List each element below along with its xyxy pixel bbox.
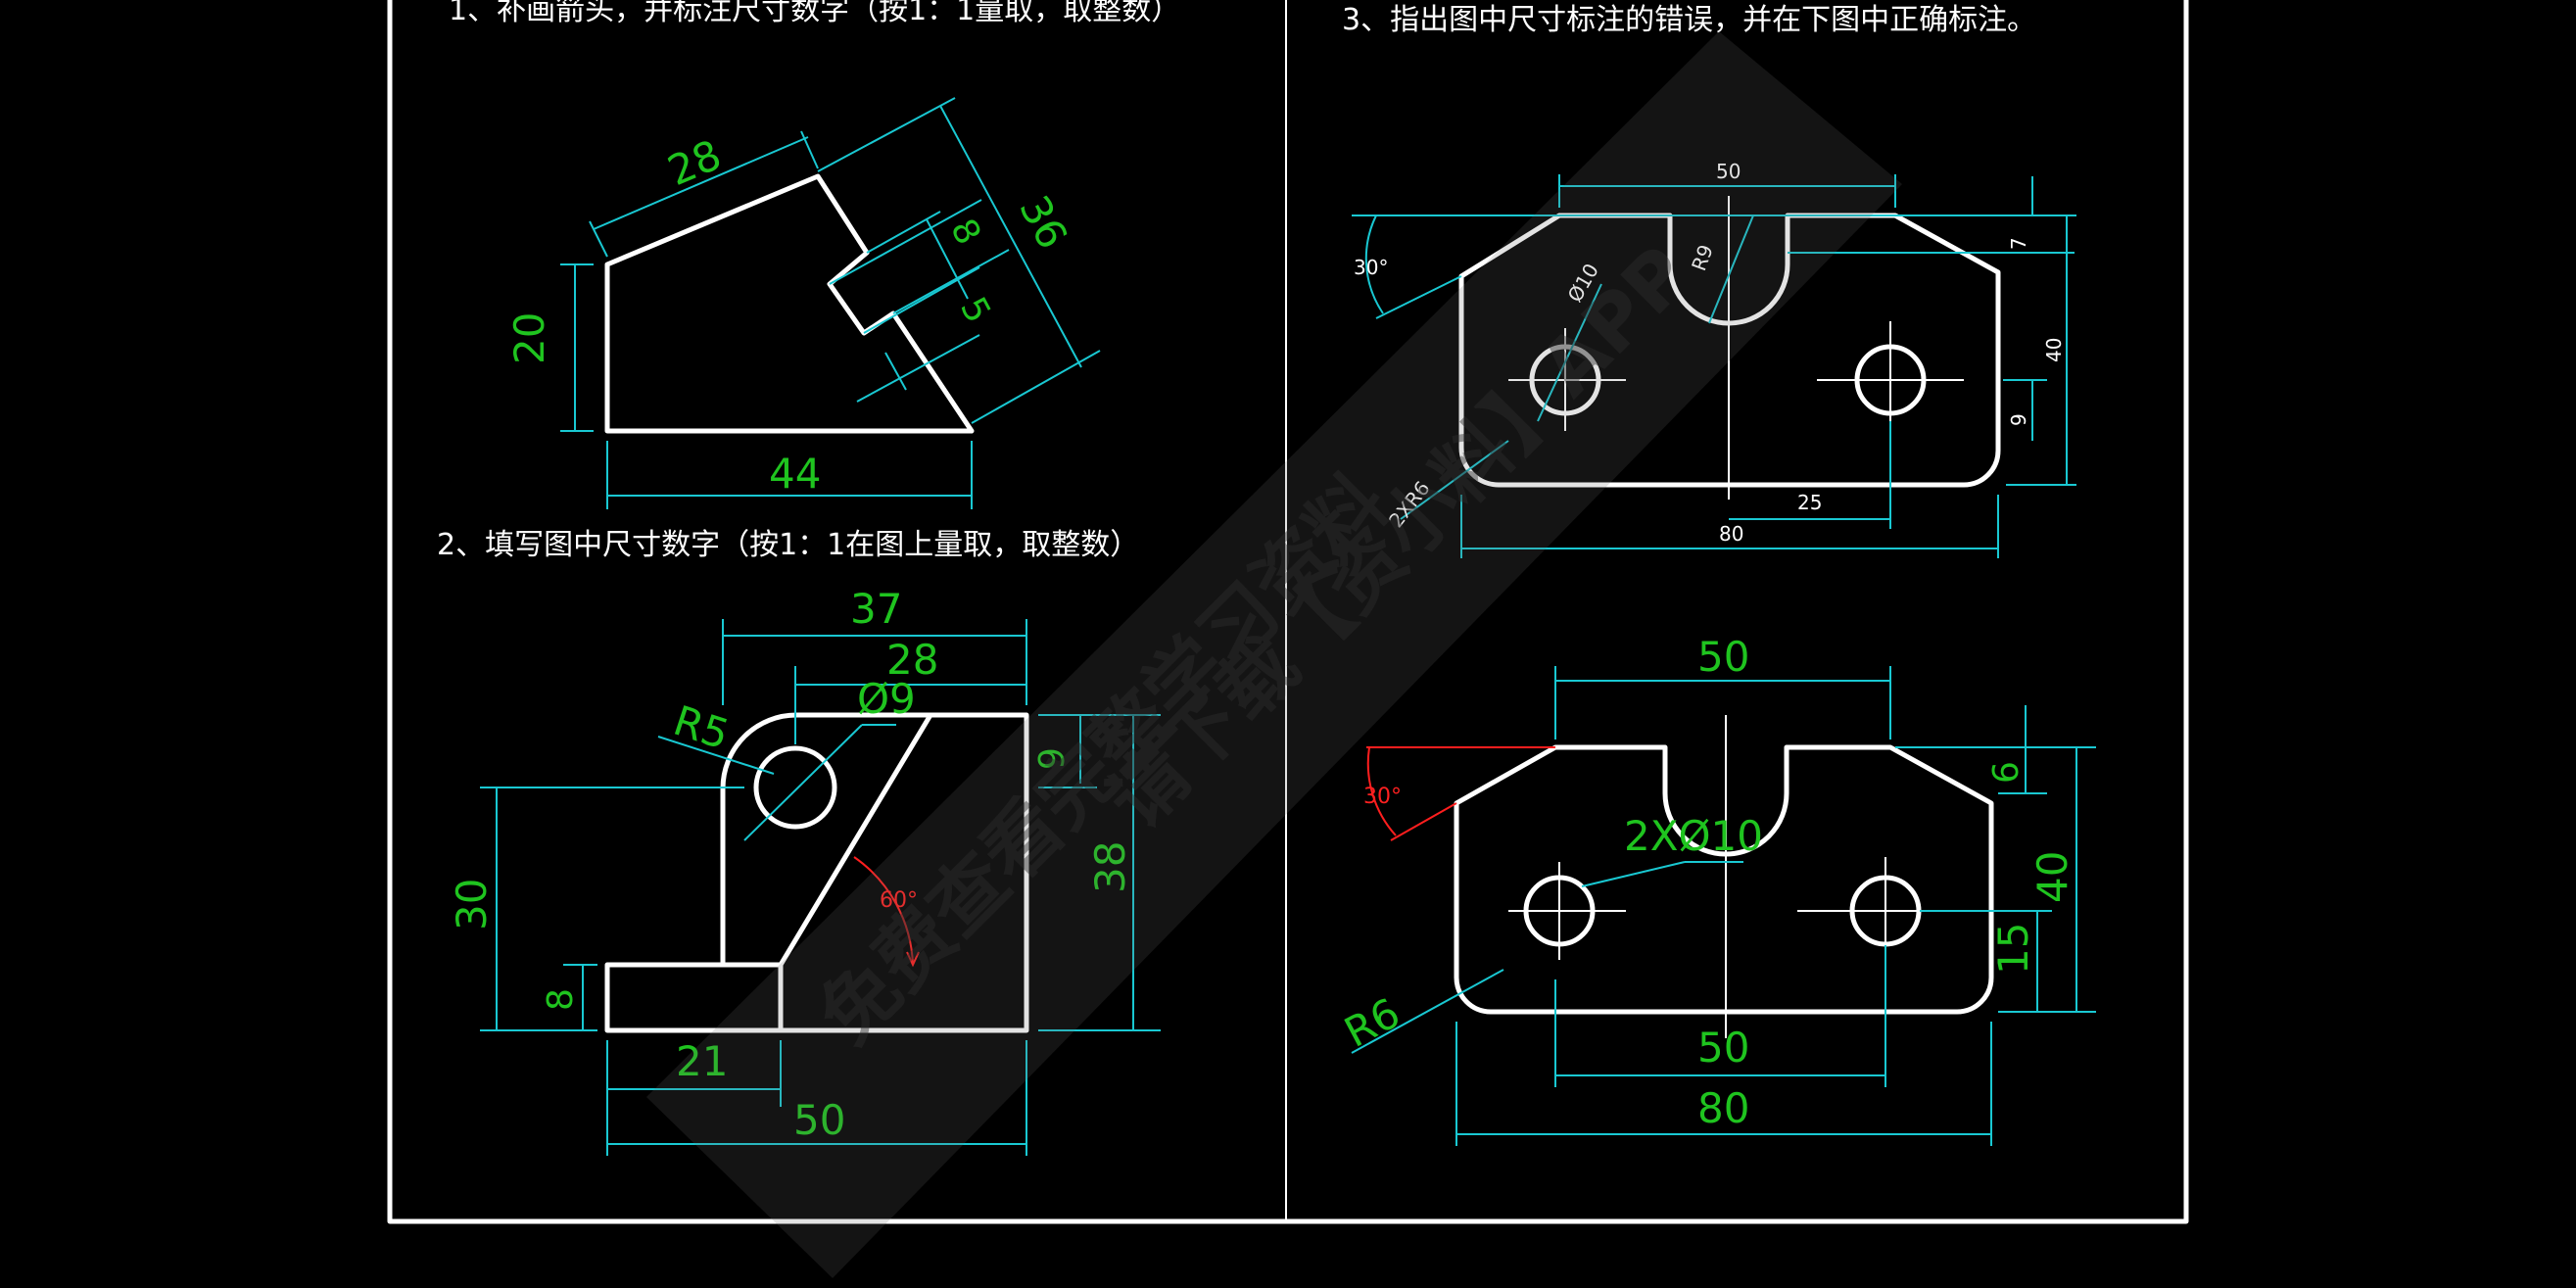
dim-50: 50 — [793, 1096, 845, 1144]
dim-21: 21 — [676, 1037, 728, 1085]
dim-r5: R5 — [668, 696, 735, 759]
correct-dim-r6: R6 — [1337, 988, 1407, 1057]
dim-dia9: Ø9 — [857, 675, 916, 723]
task3-title: 3、指出图中尺寸标注的错误，并在下图中正确标注。 — [1342, 3, 2036, 37]
watermark-line2: 请下载【资小料】APP — [1092, 230, 1707, 845]
dim-5: 5 — [952, 291, 998, 329]
correct-dim-6: 6 — [1986, 761, 2027, 784]
wrong-dim-50: 50 — [1716, 160, 1741, 183]
correct-dim-15: 15 — [1989, 923, 2037, 975]
correct-dim-80: 80 — [1697, 1084, 1749, 1132]
correct-dim-50-bottom: 50 — [1697, 1024, 1749, 1072]
dim-38: 38 — [1086, 841, 1134, 893]
dim-28: 28 — [661, 130, 728, 195]
dim-9: 9 — [1032, 747, 1073, 770]
dim-37: 37 — [850, 585, 902, 633]
task1-title: 1、补画箭头，并标注尺寸数字（按1：1量取，取整数） — [449, 0, 1180, 27]
task3-correct-figure: 30° 50 6 2XØ10 40 15 R6 50 80 — [1337, 633, 2096, 1146]
wrong-dim-30deg: 30° — [1354, 256, 1388, 279]
correct-angle-30: 30° — [1363, 785, 1402, 809]
correct-dim-50-top: 50 — [1697, 633, 1749, 681]
task2-title: 2、填写图中尺寸数字（按1：1在图上量取，取整数） — [437, 528, 1139, 562]
correct-dim-40: 40 — [2028, 851, 2076, 903]
wrong-dim-25: 25 — [1797, 491, 1822, 514]
drawing-frame — [387, 0, 2189, 1224]
angle-60: 60° — [880, 888, 918, 913]
dim-30: 30 — [448, 879, 496, 930]
task1-figure: 20 44 28 8 36 5 — [505, 97, 1101, 509]
wrong-dim-9: 9 — [2007, 413, 2030, 426]
dim-8b: 8 — [541, 988, 581, 1011]
wrong-dim-40: 40 — [2042, 338, 2066, 362]
dim-20: 20 — [505, 312, 553, 364]
dim-44: 44 — [769, 450, 821, 498]
wrong-dim-7: 7 — [2007, 237, 2030, 250]
dim-36: 36 — [1010, 188, 1076, 257]
wrong-dim-80: 80 — [1719, 522, 1743, 546]
correct-dim-2xdia10: 2XØ10 — [1624, 812, 1763, 860]
dim-28b: 28 — [886, 636, 938, 684]
